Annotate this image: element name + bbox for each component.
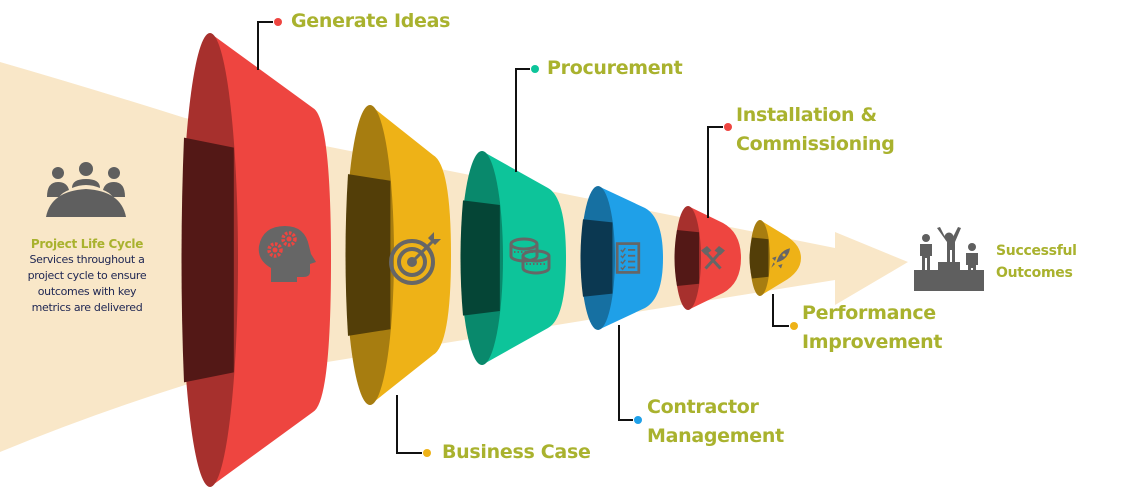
callout-dot xyxy=(790,322,798,330)
label-line: Commissioning xyxy=(736,133,895,155)
callout-connector xyxy=(396,395,431,457)
winners-podium-icon xyxy=(914,227,984,291)
coins-icon xyxy=(509,237,551,275)
intro-description-line: project cycle to ensure xyxy=(27,269,147,282)
label-line: Business Case xyxy=(442,441,591,463)
funnel-stage-5 xyxy=(674,206,741,310)
label-line: Management xyxy=(647,425,784,447)
stage-label-procurement: Procurement xyxy=(547,54,683,83)
team-meeting-icon xyxy=(46,162,126,217)
funnel-stage-6 xyxy=(749,220,801,296)
funnel-inner-shadow xyxy=(345,174,391,336)
funnel-body xyxy=(598,186,663,330)
outcome-label: Successful Outcomes xyxy=(996,240,1077,284)
label-line: Improvement xyxy=(802,331,943,353)
label-line: Installation & xyxy=(736,104,877,126)
callout-dot xyxy=(274,18,282,26)
checklist-icon xyxy=(615,242,641,274)
callout-dot xyxy=(531,65,539,73)
callout-dot xyxy=(724,123,732,131)
intro-title: Project Life Cycle xyxy=(30,237,144,251)
stage-label-contractor-management: Contractor Management xyxy=(647,393,784,451)
rocket-icon xyxy=(771,248,790,269)
intro-text-block: Project Life Cycle Services throughout a… xyxy=(10,236,164,316)
head-gears-icon xyxy=(258,226,316,282)
label-line: Successful xyxy=(996,243,1077,259)
label-line: Outcomes xyxy=(996,265,1073,281)
target-arrow-icon xyxy=(389,232,441,285)
callout-connector xyxy=(618,325,642,424)
funnel-inner-shadow xyxy=(749,237,769,279)
funnel-inner-shadow xyxy=(674,229,700,287)
intro-description-line: metrics are delivered xyxy=(31,301,143,314)
stage-label-installation-commissioning: Installation & Commissioning xyxy=(736,101,895,159)
label-line: Generate Ideas xyxy=(291,10,451,32)
funnel-inner-shadow xyxy=(460,200,500,316)
stage-label-performance-improvement: Performance Improvement xyxy=(802,299,942,357)
stage-label-business-case: Business Case xyxy=(442,438,591,467)
label-line: Contractor xyxy=(647,396,759,418)
funnel-stage-3 xyxy=(460,151,566,365)
callout-connector xyxy=(515,65,539,172)
intro-description-line: outcomes with key xyxy=(37,285,137,298)
label-line: Procurement xyxy=(547,57,683,79)
stage-label-generate-ideas: Generate Ideas xyxy=(291,7,450,36)
callout-connector xyxy=(707,123,732,218)
funnel-stage-1 xyxy=(181,33,331,487)
label-line: Performance xyxy=(802,302,936,324)
callout-connector xyxy=(772,294,798,330)
funnel-inner-shadow xyxy=(580,219,613,297)
callout-dot xyxy=(634,416,642,424)
funnel-stage-2 xyxy=(345,105,451,405)
intro-description-line: Services throughout a xyxy=(29,253,145,266)
hammers-icon xyxy=(701,246,725,270)
funnel-stage-4 xyxy=(580,186,663,330)
callout-connector xyxy=(257,18,282,70)
callout-dot xyxy=(423,449,431,457)
funnel-inner-shadow xyxy=(181,137,234,383)
